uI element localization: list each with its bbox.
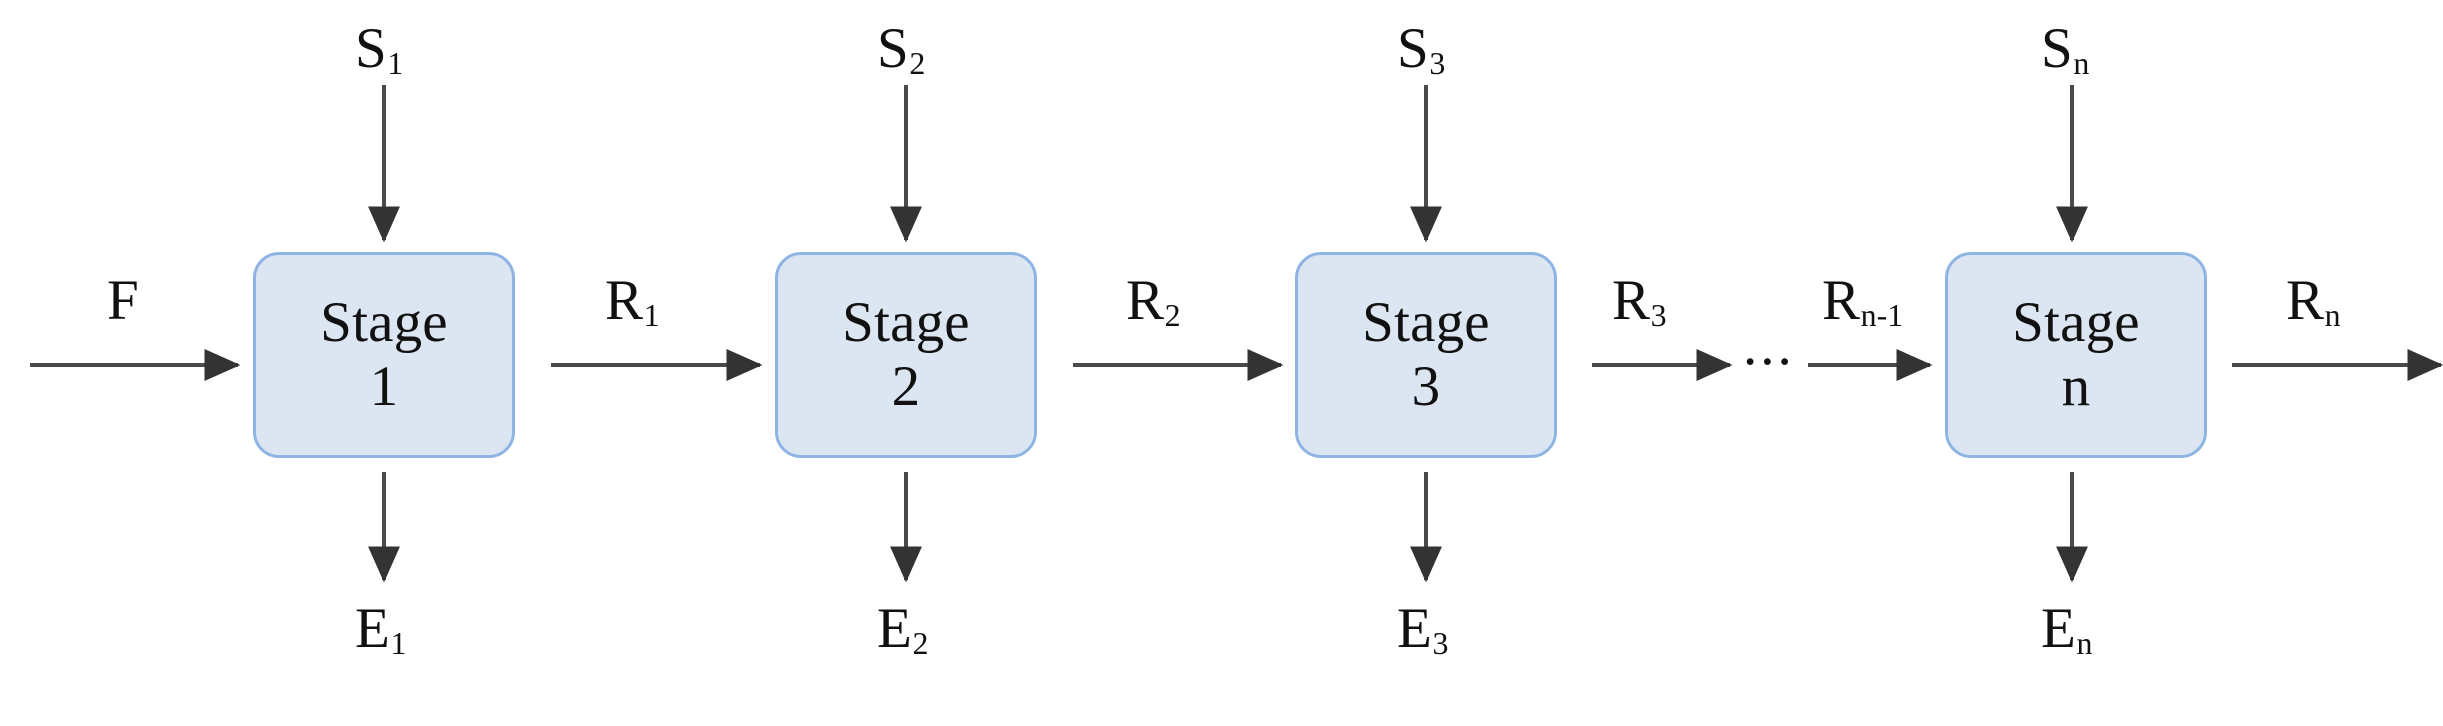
input-s1-base: S — [355, 17, 387, 80]
output-en-sub: n — [2076, 626, 2093, 662]
stage-n-label-line1: Stage — [2012, 291, 2140, 355]
flow-r1-base: R — [605, 269, 644, 332]
input-label-s3: S3 — [1397, 17, 1445, 80]
stage-1-label-line2: 1 — [369, 355, 399, 418]
input-s2-base: S — [877, 17, 909, 80]
output-label-en: En — [2041, 597, 2092, 660]
flow-label-r1: R1 — [605, 269, 660, 332]
stage-1-label-line1: Stage — [320, 291, 448, 355]
output-label-e3: E3 — [1397, 597, 1448, 660]
stage-3-label-line2: 3 — [1411, 355, 1441, 418]
flow-rn1-base: R — [1822, 269, 1861, 332]
output-e1-base: E — [355, 597, 390, 660]
flow-rn-base: R — [2286, 269, 2325, 332]
stage-2-label-line1: Stage — [842, 291, 970, 355]
input-label-s2: S2 — [877, 17, 925, 80]
stage-box-2[interactable]: Stage 2 — [775, 252, 1037, 458]
output-e2-sub: 2 — [912, 626, 929, 662]
stage-box-1[interactable]: Stage 1 — [253, 252, 515, 458]
input-label-sn: Sn — [2041, 17, 2089, 80]
flow-label-r3: R3 — [1612, 269, 1667, 332]
flow-rn-sub: n — [2324, 298, 2341, 334]
output-e1-sub: 1 — [390, 626, 407, 662]
feed-label-f: F — [107, 272, 139, 329]
output-en-base: E — [2041, 597, 2076, 660]
flow-r1-sub: 1 — [643, 298, 660, 334]
flow-r2-sub: 2 — [1164, 298, 1181, 334]
feed-f-base: F — [107, 269, 139, 332]
flow-r2-base: R — [1126, 269, 1165, 332]
input-sn-sub: n — [2073, 46, 2090, 82]
flow-label-rn1: Rn-1 — [1822, 269, 1903, 332]
stage-3-label-line1: Stage — [1362, 291, 1490, 355]
input-s1-sub: 1 — [387, 46, 404, 82]
stage-box-n[interactable]: Stage n — [1945, 252, 2207, 458]
input-sn-base: S — [2041, 17, 2073, 80]
flow-ellipsis: ... — [1743, 314, 1795, 377]
flow-label-r2: R2 — [1126, 269, 1181, 332]
output-label-e1: E1 — [355, 597, 406, 660]
input-s3-base: S — [1397, 17, 1429, 80]
stage-n-label-line2: n — [2061, 355, 2091, 418]
input-s3-sub: 3 — [1429, 46, 1446, 82]
stage-2-label-line2: 2 — [891, 355, 921, 418]
flow-r3-base: R — [1612, 269, 1651, 332]
output-e2-base: E — [877, 597, 912, 660]
flow-rn1-sub: n-1 — [1860, 298, 1904, 334]
stage-box-3[interactable]: Stage 3 — [1295, 252, 1557, 458]
output-e3-sub: 3 — [1432, 626, 1449, 662]
output-label-e2: E2 — [877, 597, 928, 660]
flow-label-rn: Rn — [2286, 269, 2341, 332]
input-label-s1: S1 — [355, 17, 403, 80]
flow-r3-sub: 3 — [1650, 298, 1667, 334]
output-e3-base: E — [1397, 597, 1432, 660]
input-s2-sub: 2 — [909, 46, 926, 82]
